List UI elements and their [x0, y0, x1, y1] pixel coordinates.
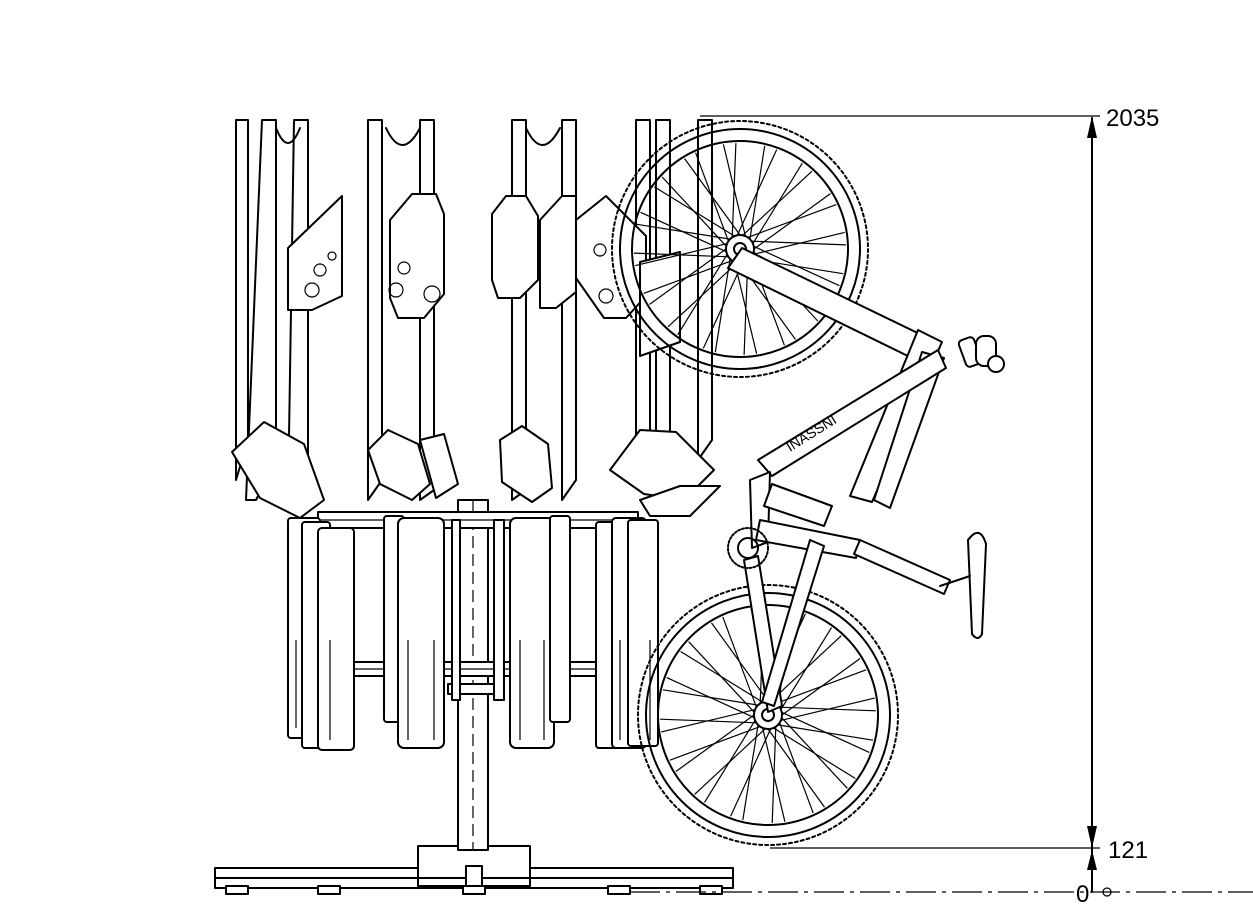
dim-arrow-bottom-121	[1087, 826, 1097, 848]
spoke	[636, 223, 731, 240]
spoke	[722, 144, 746, 237]
spoke	[747, 204, 837, 238]
spoke	[775, 669, 867, 704]
spoke	[662, 689, 759, 706]
spoke	[684, 158, 741, 236]
spoke	[677, 254, 728, 336]
dimension-label-121: 121	[1108, 837, 1148, 864]
saddle	[939, 532, 987, 639]
spoke	[714, 258, 731, 353]
spoke	[635, 243, 728, 267]
spoke	[649, 248, 727, 305]
dimension-label-0: 0	[1076, 881, 1089, 908]
spoke	[742, 724, 759, 821]
spoke	[781, 711, 870, 753]
rack-base	[214, 845, 734, 895]
spoke	[780, 627, 833, 710]
dim-arrow-top	[1087, 116, 1097, 138]
spoke	[680, 650, 763, 703]
spoke	[675, 714, 755, 772]
dim-arrow-lower	[1087, 850, 1097, 870]
front-wheel	[611, 120, 869, 378]
spoke	[749, 145, 766, 240]
dimension-lines	[630, 115, 1253, 897]
spoke	[734, 261, 758, 354]
spoke	[661, 709, 756, 733]
spoke	[751, 240, 846, 246]
spoke	[773, 727, 856, 780]
spoke	[779, 706, 876, 712]
spoke	[762, 727, 786, 822]
wheel-tray-group	[287, 515, 659, 751]
bike-frame: INASSNI	[727, 247, 951, 713]
spoke	[703, 720, 756, 803]
chainring	[727, 527, 769, 569]
spoke	[753, 245, 840, 287]
dimension-label-2035: 2035	[1106, 105, 1159, 132]
rack-arms	[231, 119, 721, 519]
spoke	[752, 162, 803, 244]
handlebar	[957, 335, 1005, 373]
spoke	[711, 622, 769, 702]
rear-wheel	[637, 584, 899, 846]
spoke	[767, 728, 825, 808]
spoke	[653, 186, 735, 237]
